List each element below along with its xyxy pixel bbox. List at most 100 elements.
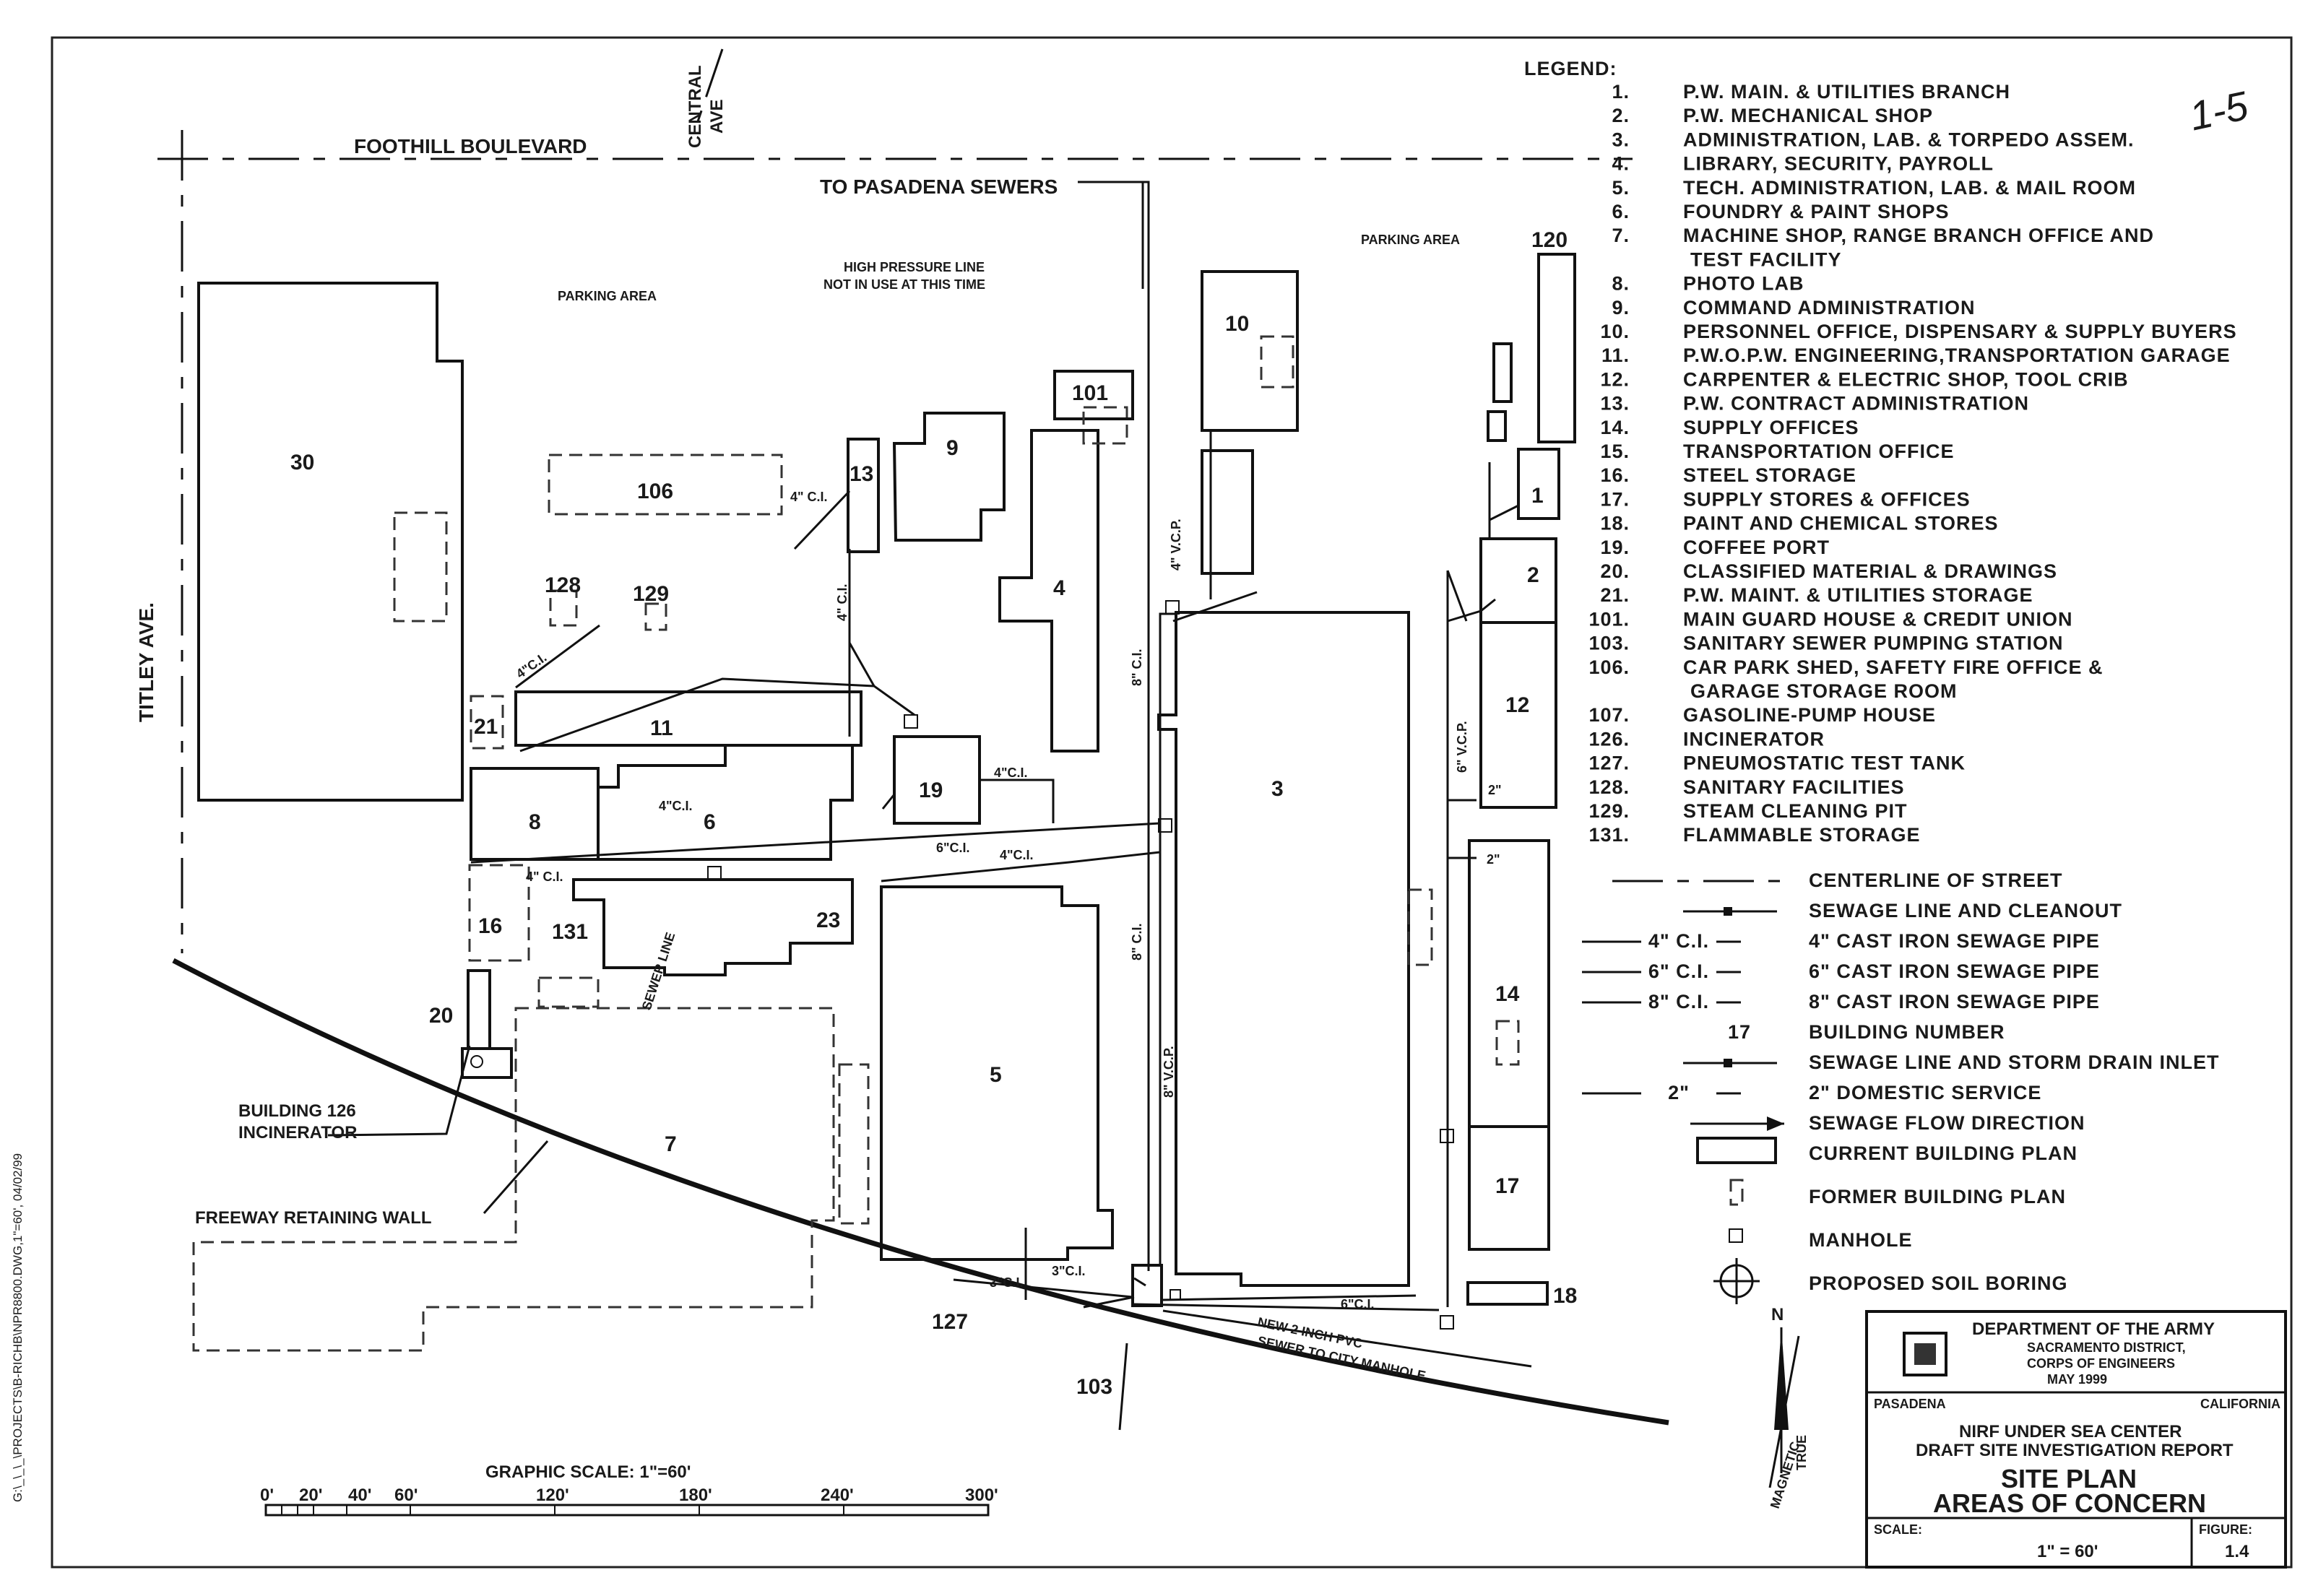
building-number-16: 16 <box>478 914 502 938</box>
legend-item: 3.ADMINISTRATION, LAB. & TORPEDO ASSEM. <box>1612 129 2133 150</box>
building-5 <box>880 885 1114 1261</box>
pipe-label: 6"C.I. <box>1341 1297 1375 1311</box>
incinerator-callout-2: INCINERATOR <box>238 1123 357 1142</box>
legend-item-number: 103. <box>1588 633 1630 654</box>
symbol-label: 4" CAST IRON SEWAGE PIPE <box>1809 930 2100 952</box>
symbol-key: 6" C.I. <box>1648 960 1709 982</box>
symbol-label: CURRENT BUILDING PLAN <box>1809 1142 2078 1164</box>
building-20 <box>467 969 491 1050</box>
building-number-106: 106 <box>637 480 673 503</box>
symbol-label: CENTERLINE OF STREET <box>1809 869 2063 891</box>
scale-tick-300: 300' <box>965 1486 998 1505</box>
building-15b <box>1487 410 1507 442</box>
pipe-label: 6"C.I. <box>936 841 970 855</box>
sewer-pipes <box>327 181 1532 1431</box>
building-number-2: 2 <box>1527 563 1539 587</box>
legend-item: 6. FOUNDRY & PAINT SHOPS <box>1612 201 1950 222</box>
pipe-labels: 4" C.I. 4" C.I. 4"C.I. 4"C.I. 4" C.I. 4"… <box>514 490 1502 1383</box>
building-number-20: 20 <box>429 1004 453 1028</box>
symbol-legend-item: CURRENT BUILDING PLAN <box>1696 1137 2078 1164</box>
sewer-line-label: SEWER LINE <box>639 931 678 1012</box>
building-number-3: 3 <box>1271 777 1284 801</box>
building-number-5: 5 <box>990 1063 1002 1087</box>
building-number-128: 128 <box>545 573 581 597</box>
pipe-label: 2" <box>1488 783 1502 797</box>
building-number-4: 4 <box>1053 576 1065 600</box>
title-block: DEPARTMENT OF THE ARMY SACRAMENTO DISTRI… <box>1865 1310 2287 1569</box>
building-12 <box>1479 621 1557 809</box>
pipe-label: 4"C.I. <box>659 799 693 813</box>
legend-item-number: 11. <box>1601 344 1630 366</box>
legend-item-label: PAINT AND CHEMICAL STORES <box>1683 513 1999 534</box>
building-number-19: 19 <box>919 779 943 802</box>
legend-item-number: 3. <box>1612 129 1630 150</box>
former-building-129 <box>644 602 667 631</box>
legend-item-number: 106. <box>1588 656 1630 678</box>
legend-item-number: 19. <box>1600 537 1630 558</box>
building-103 <box>1131 1264 1163 1307</box>
legend-item-number: 2. <box>1612 105 1630 126</box>
legend-item-label: PERSONNEL OFFICE, DISPENSARY & SUPPLY BU… <box>1683 321 2237 342</box>
legend-item: 10.PERSONNEL OFFICE, DISPENSARY & SUPPLY… <box>1600 321 2236 342</box>
pipe-label: 8" V.C.P. <box>1162 1046 1176 1098</box>
legend-item-label: FOUNDRY & PAINT SHOPS <box>1683 201 1950 222</box>
incinerator-callout-1: BUILDING 126 <box>238 1101 356 1121</box>
legend-item: 5.TECH. ADMINISTRATION, LAB. & MAIL ROOM <box>1612 177 2135 199</box>
legend-item-number: 6. <box>1612 201 1630 222</box>
former-building-16 <box>468 864 530 962</box>
legend-item: 16.STEEL STORAGE <box>1600 464 1856 486</box>
building-6 <box>597 744 854 861</box>
building-11 <box>514 690 862 747</box>
legend-item-number: 13. <box>1600 393 1630 415</box>
building-number-1: 1 <box>1531 484 1544 508</box>
pipe-label: 8" C.I. <box>1130 649 1144 686</box>
building-number-6: 6 <box>704 810 716 834</box>
legend-title: LEGEND: <box>1524 58 1617 79</box>
symbol-key: 2" <box>1668 1082 1690 1103</box>
scale-tick-240: 240' <box>821 1486 854 1505</box>
legend-item: 18. PAINT AND CHEMICAL STORES <box>1600 513 1999 534</box>
building-number-9: 9 <box>946 436 959 460</box>
high-pressure-line-label-2: NOT IN USE AT THIS TIME <box>823 277 985 292</box>
former-building-7 <box>192 1007 835 1352</box>
building-2 <box>1479 537 1557 624</box>
central-ave-label-2: AVE <box>707 99 727 134</box>
pipe-label: 4" V.C.P. <box>1169 519 1183 571</box>
legend-item: 129.STEAM CLEANING PIT <box>1588 800 1906 822</box>
parking-area-label-west: PARKING AREA <box>558 289 657 303</box>
building-101 <box>1053 370 1134 420</box>
building-number-103: 103 <box>1076 1375 1112 1399</box>
legend-item-number: 7. <box>1612 225 1630 246</box>
sheet-border <box>51 36 2293 1569</box>
legend-item-number: 16. <box>1600 464 1630 486</box>
symbol-legend-item: 4" C.I. 4" CAST IRON SEWAGE PIPE <box>1582 930 2100 952</box>
legend-item-number: 107. <box>1588 704 1630 726</box>
legend-item: TEST FACILITY <box>1690 248 1841 270</box>
manholes <box>470 600 1454 1330</box>
legend-item-number: 5. <box>1612 177 1630 199</box>
building-18 <box>1466 1281 1549 1306</box>
building-number-101: 101 <box>1072 381 1108 405</box>
title-areas-of-concern: AREAS OF CONCERN <box>1933 1488 2206 1518</box>
to-pasadena-sewers-label: TO PASADENA SEWERS <box>820 175 1058 198</box>
symbol-label: 2" DOMESTIC SERVICE <box>1809 1082 2041 1103</box>
building-number-129: 129 <box>633 582 669 606</box>
symbol-legend-item: FORMER BUILDING PLAN <box>1729 1179 2065 1207</box>
symbol-key: 4" C.I. <box>1648 930 1709 952</box>
building-number-23: 23 <box>816 908 840 932</box>
legend-item-number: 15. <box>1600 441 1630 462</box>
symbol-legend-item: PROPOSED SOIL BORING <box>1713 1258 2067 1304</box>
symbol-label: SEWAGE LINE AND CLEANOUT <box>1809 900 2122 921</box>
legend-item-label: PHOTO LAB <box>1683 273 1804 295</box>
building-15a <box>1492 342 1513 403</box>
building-number-21: 21 <box>474 715 498 739</box>
legend-item-label: MACHINE SHOP, RANGE BRANCH OFFICE AND <box>1683 225 2154 246</box>
legend-item: 9.COMMAND ADMINISTRATION <box>1612 297 1974 318</box>
legend-item-number: 18. <box>1600 513 1630 534</box>
legend-item-label: P.W. MAINT. & UTILITIES STORAGE <box>1683 584 2033 606</box>
legend-item-label: CAR PARK SHED, SAFETY FIRE OFFICE & <box>1683 656 2104 678</box>
legend-item: 11.P.W.O.P.W. ENGINEERING,TRANSPORTATION… <box>1601 344 2230 366</box>
building-13 <box>847 438 880 553</box>
building-4 <box>998 429 1099 753</box>
